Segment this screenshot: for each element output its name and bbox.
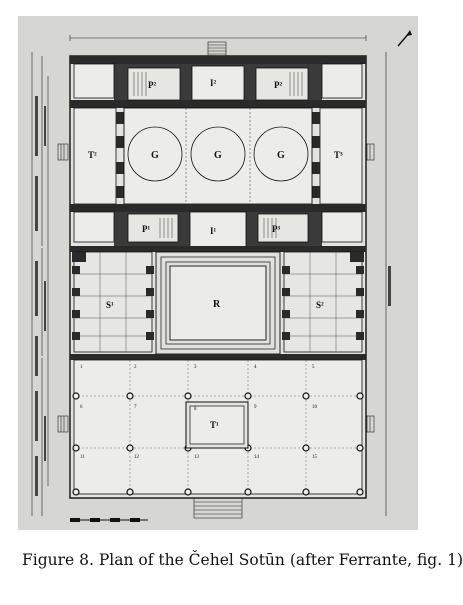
scale-bar bbox=[70, 518, 148, 522]
bay-number: 4 bbox=[254, 365, 257, 370]
dimension-notes-left bbox=[35, 96, 46, 496]
north-block bbox=[70, 56, 366, 108]
page: G G G R T² T³ T¹ P² P² I² P¹ P³ I¹ S¹ S²… bbox=[18, 16, 463, 569]
bay-number: 15 bbox=[312, 455, 318, 460]
label-t2: T² bbox=[88, 150, 97, 160]
figure-caption: Figure 8. Plan of the Čehel Sotūn (after… bbox=[22, 551, 463, 569]
bay-number: 10 bbox=[312, 405, 318, 410]
label-s2: S² bbox=[316, 300, 324, 310]
bay-number: 7 bbox=[134, 405, 137, 410]
bay-number: 6 bbox=[80, 405, 83, 410]
great-hall bbox=[123, 107, 313, 205]
dimension-line-right bbox=[385, 52, 391, 516]
bay-number: 2 bbox=[134, 365, 137, 370]
label-p3: P³ bbox=[272, 224, 280, 234]
courtyard-zone bbox=[70, 251, 366, 360]
label-p2-left: P² bbox=[148, 80, 156, 90]
side-steps bbox=[57, 143, 375, 433]
bay-number: 14 bbox=[254, 455, 260, 460]
label-s1: S¹ bbox=[106, 300, 114, 310]
stairs-top bbox=[207, 41, 227, 57]
floor-plan: G G G R T² T³ T¹ P² P² I² P¹ P³ I¹ S¹ S²… bbox=[31, 30, 412, 522]
label-g-1: G bbox=[151, 150, 159, 161]
bay-number: 12 bbox=[134, 455, 140, 460]
bay-number: 9 bbox=[254, 405, 257, 410]
middle-block bbox=[70, 204, 366, 252]
label-g-2: G bbox=[214, 150, 222, 161]
label-p1: P¹ bbox=[142, 224, 150, 234]
bay-number: 5 bbox=[312, 365, 315, 370]
bay-number: 13 bbox=[194, 455, 200, 460]
bay-number: 11 bbox=[80, 455, 85, 460]
north-arrow-icon bbox=[397, 30, 412, 47]
label-p2-right: P² bbox=[274, 80, 282, 90]
side-galleries bbox=[73, 107, 363, 205]
label-g-3: G bbox=[277, 150, 285, 161]
bay-number: 8 bbox=[194, 407, 197, 412]
label-r: R bbox=[213, 299, 221, 310]
label-t1: T¹ bbox=[210, 420, 219, 430]
label-t3: T³ bbox=[334, 150, 343, 160]
dimension-lines-left bbox=[31, 52, 49, 516]
figure-plate: G G G R T² T³ T¹ P² P² I² P¹ P³ I¹ S¹ S²… bbox=[18, 16, 418, 530]
bay-number: 1 bbox=[80, 365, 83, 370]
bay-number: 3 bbox=[194, 365, 197, 370]
label-i2: I² bbox=[210, 78, 217, 88]
talar-porch bbox=[72, 359, 364, 519]
label-i1: I¹ bbox=[210, 226, 217, 236]
